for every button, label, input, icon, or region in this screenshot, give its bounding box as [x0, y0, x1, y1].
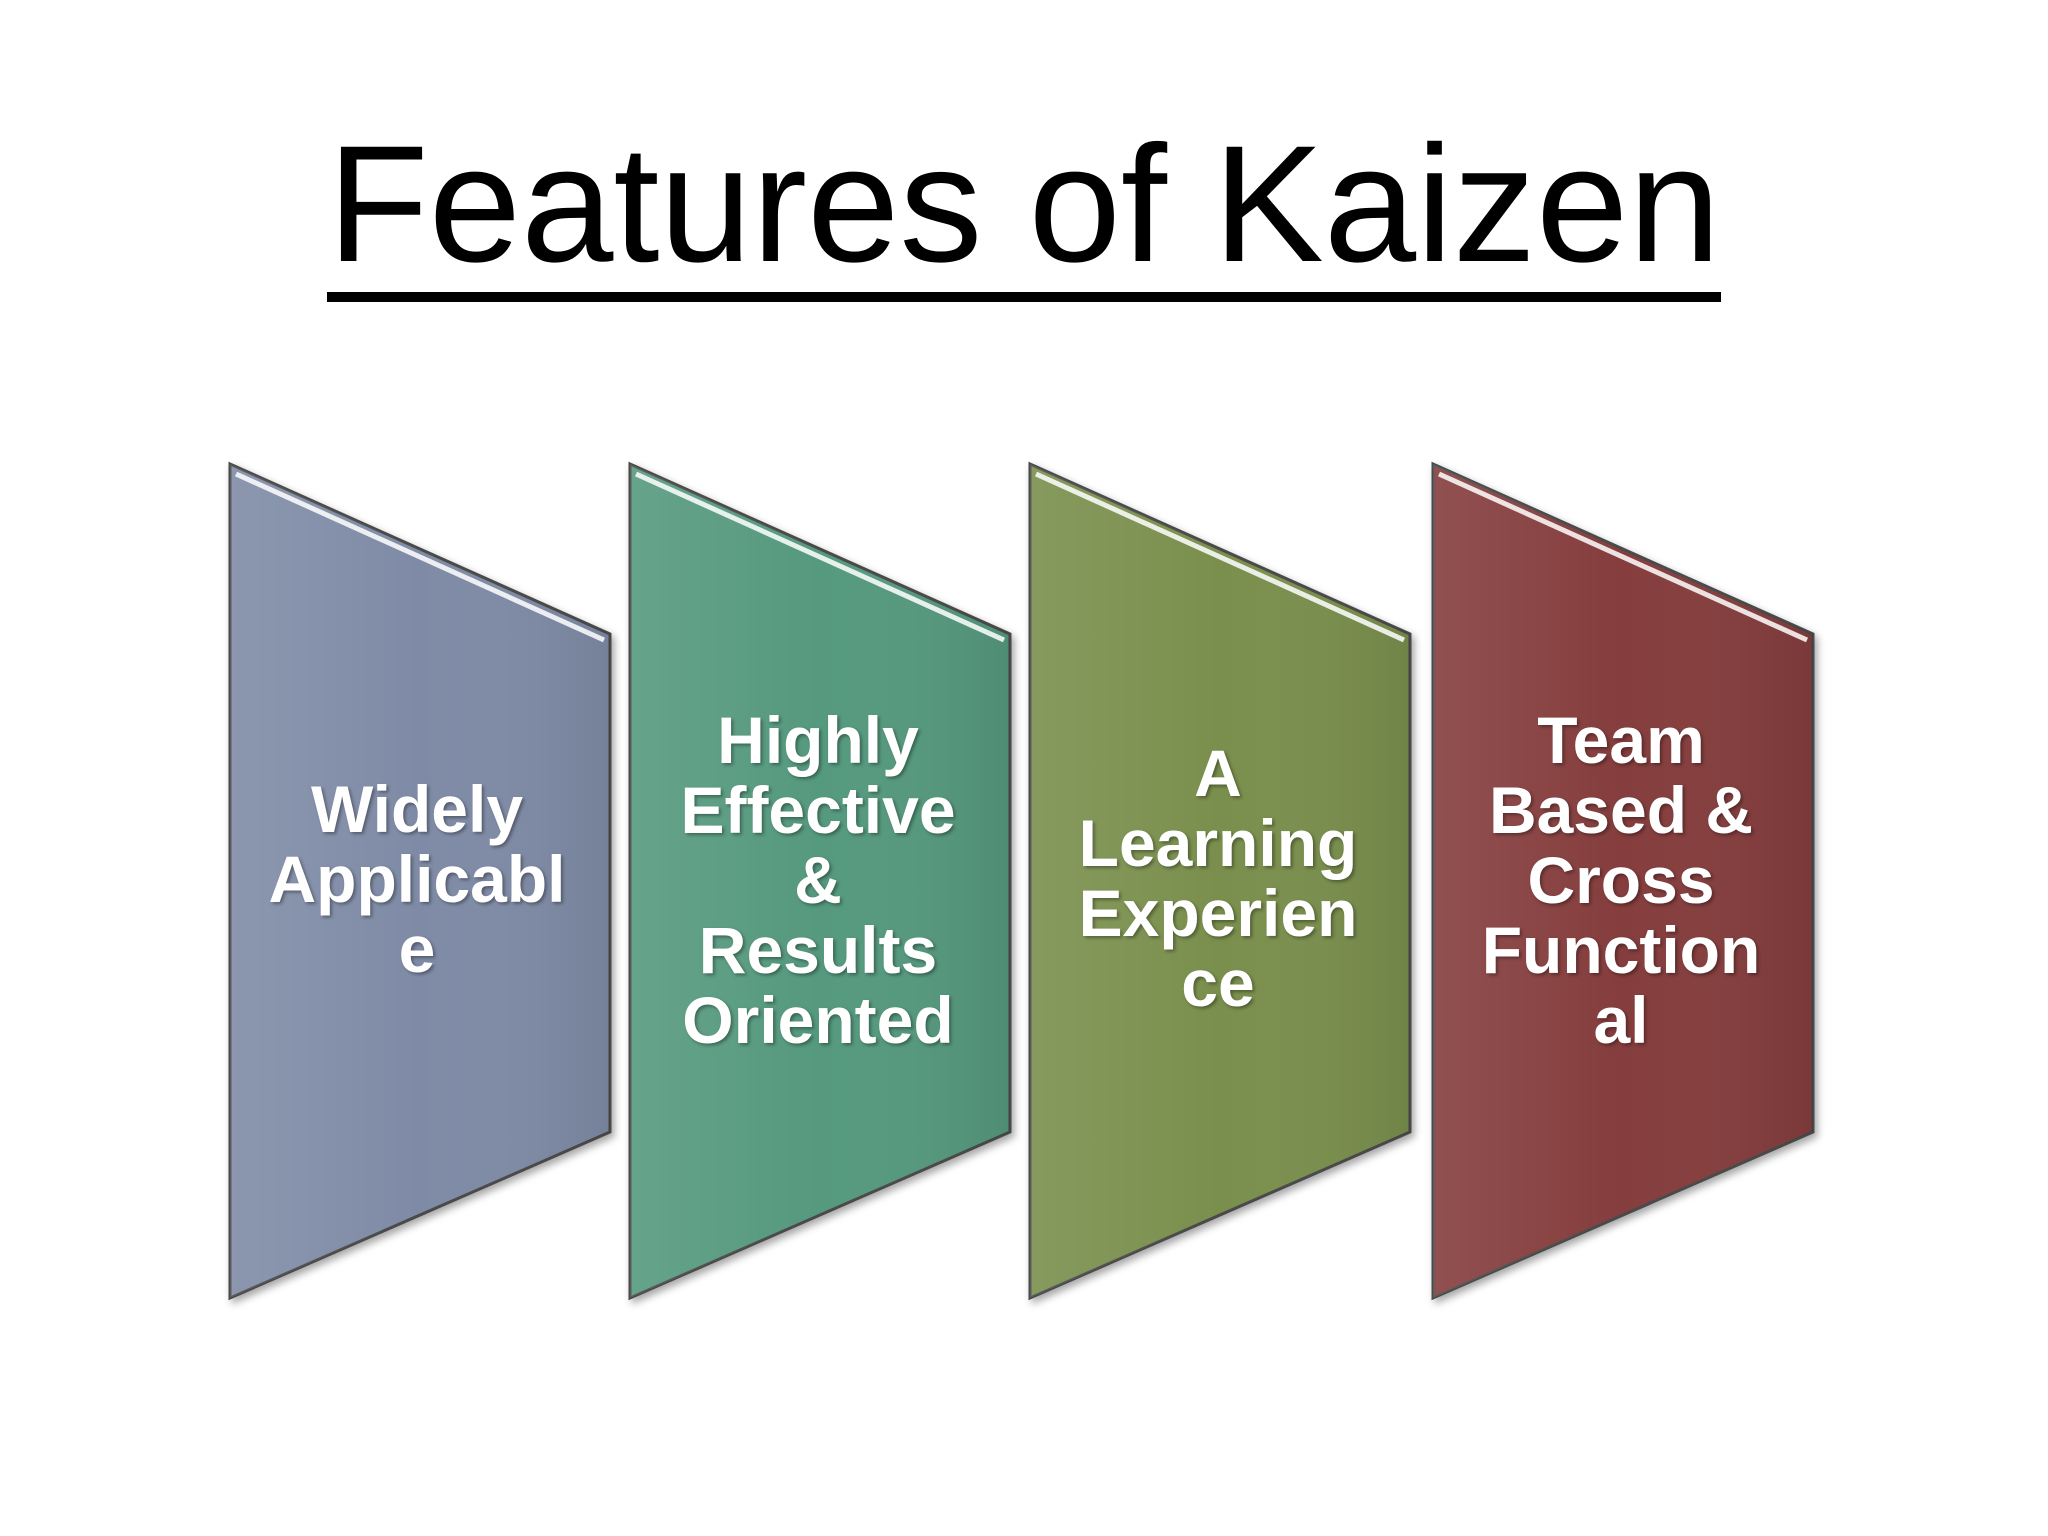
- feature-label-4-line-2: Based &: [1488, 773, 1754, 847]
- feature-label-1-line-2: Applicabl: [268, 842, 566, 916]
- feature-label-3-line-1: A: [1194, 736, 1242, 810]
- feature-label-4: Team Based & Cross Function al: [1441, 705, 1801, 1055]
- feature-label-3-line-3: Experien: [1078, 876, 1358, 950]
- feature-shape-4-highlight: [1437, 471, 1809, 643]
- feature-label-2: Highly Effective & Results Oriented: [638, 705, 998, 1055]
- feature-label-3: A Learning Experien ce: [1038, 738, 1398, 1018]
- feature-label-2-line-4: Results: [698, 913, 938, 987]
- feature-shape-2-highlight: [634, 471, 1006, 643]
- feature-label-4-line-3: Cross: [1527, 843, 1715, 917]
- feature-label-4-line-1: Team: [1537, 703, 1705, 777]
- feature-label-3-line-2: Learning: [1078, 806, 1358, 880]
- feature-shape-2-gloss: [630, 464, 1010, 1298]
- feature-label-1-line-1: Widely: [310, 772, 524, 846]
- feature-label-1-line-3: e: [398, 912, 436, 986]
- feature-card-2: [628, 461, 1012, 1301]
- feature-label-2-line-5: Oriented: [682, 983, 954, 1057]
- feature-label-4-line-5: al: [1593, 983, 1649, 1057]
- feature-shape-4-gloss: [1433, 464, 1813, 1298]
- feature-label-4-line-4: Function: [1481, 913, 1761, 987]
- feature-card-3: [1028, 461, 1412, 1301]
- feature-shape-1-gloss: [230, 464, 610, 1298]
- feature-card-1: [228, 461, 612, 1301]
- feature-label-2-line-3: &: [794, 843, 842, 917]
- slide-title-text: Features of Kaizen: [327, 122, 1721, 302]
- feature-shape-3-gloss: [1030, 464, 1410, 1298]
- slide-title: Features of Kaizen: [0, 122, 2048, 302]
- feature-label-2-line-2: Effective: [680, 773, 956, 847]
- feature-label-3-line-4: ce: [1181, 946, 1255, 1020]
- feature-label-1: Widely Applicabl e: [237, 774, 597, 984]
- feature-shape-3-highlight: [1034, 471, 1406, 643]
- feature-card-4: [1431, 461, 1815, 1301]
- feature-label-2-line-1: Highly: [717, 703, 919, 777]
- feature-shape-1-highlight: [234, 471, 606, 643]
